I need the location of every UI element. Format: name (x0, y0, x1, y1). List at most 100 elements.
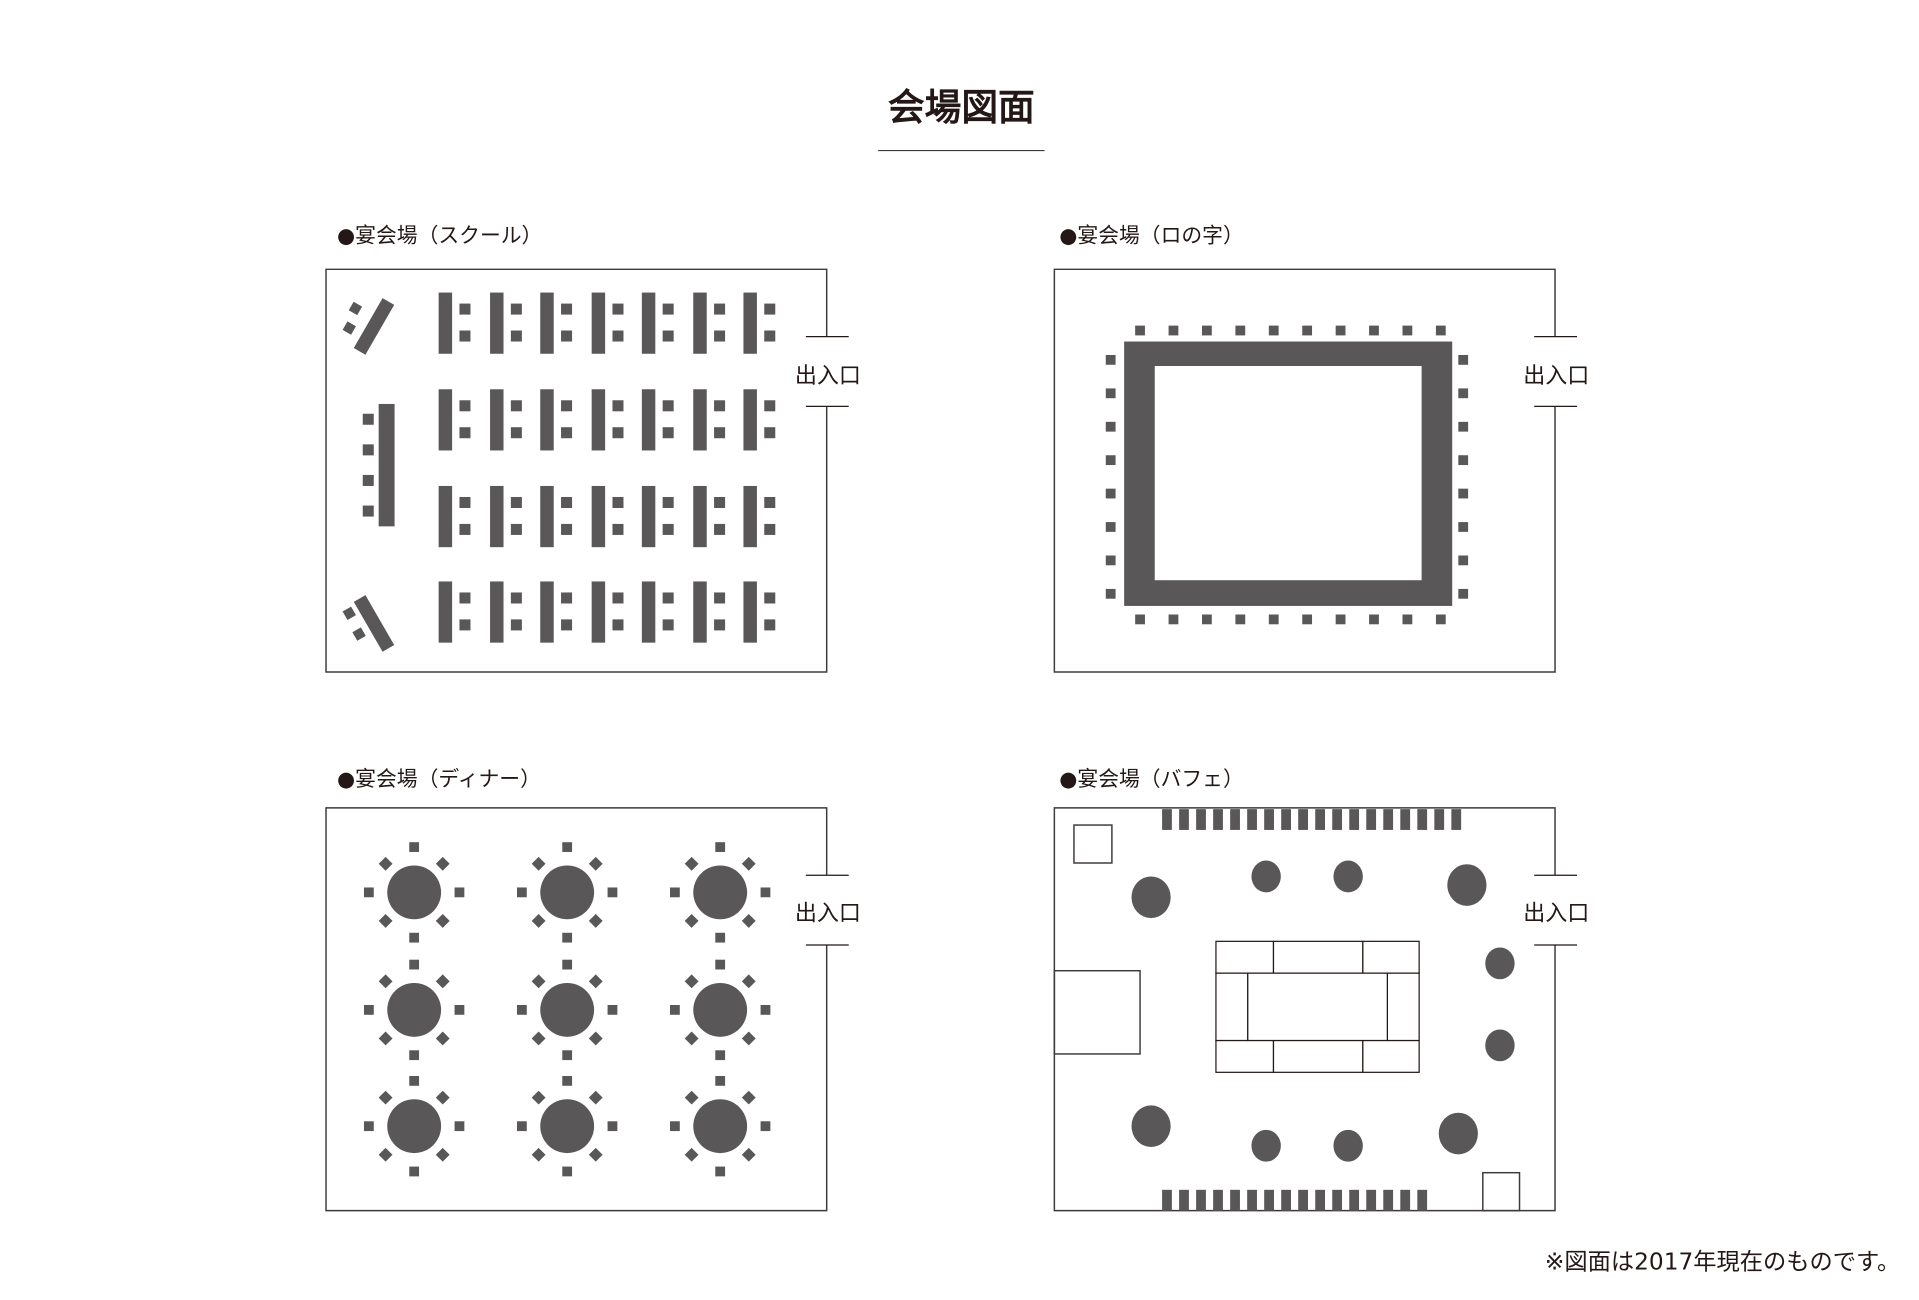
desk (540, 389, 554, 451)
chair (588, 974, 603, 989)
chair (1268, 325, 1279, 336)
footnote: ※図面は2017年現在のものです。 (1545, 1248, 1900, 1275)
chair (714, 523, 726, 535)
chair (741, 1147, 756, 1162)
chair (1458, 522, 1469, 532)
round-table (693, 865, 748, 920)
chair (510, 496, 522, 509)
service-station (1482, 1171, 1521, 1212)
chair (1281, 1189, 1291, 1211)
chair (435, 1147, 450, 1162)
chair (764, 400, 776, 412)
chair (516, 1004, 527, 1015)
chair (510, 303, 522, 315)
chair (1105, 388, 1116, 399)
round-table (387, 1099, 442, 1154)
chair (714, 330, 726, 342)
angled-desk (353, 595, 395, 652)
chair (1235, 325, 1246, 336)
chair (1135, 614, 1145, 625)
chair (1315, 809, 1326, 830)
round-table (1485, 1029, 1515, 1062)
chair (409, 1050, 420, 1061)
desk (490, 389, 504, 451)
round-table (1251, 860, 1281, 893)
school-layout-plan (325, 268, 849, 673)
desk (641, 292, 656, 354)
chair (1179, 1189, 1189, 1211)
room-wall (325, 268, 828, 673)
chair (1201, 614, 1212, 625)
desk (641, 581, 656, 643)
chair (435, 974, 450, 989)
desk (743, 292, 757, 354)
chair (607, 1121, 618, 1132)
hollow-square-center (1154, 366, 1422, 581)
chair (459, 592, 471, 604)
desk (438, 389, 453, 451)
chair (1335, 614, 1346, 625)
chair (1235, 614, 1246, 625)
chair (714, 400, 726, 412)
chair (612, 400, 624, 412)
chair (562, 932, 573, 943)
chair (760, 1121, 771, 1132)
chair (612, 427, 624, 439)
chair (764, 427, 776, 439)
round-table (540, 865, 595, 920)
chair (662, 592, 674, 604)
chair (1230, 1189, 1240, 1211)
chair (764, 303, 776, 315)
round-table (1438, 1112, 1478, 1155)
round-table (1131, 876, 1171, 919)
chair (516, 887, 527, 898)
buffet-table (1215, 972, 1249, 1042)
chair (531, 974, 546, 989)
chair (715, 1050, 726, 1061)
chair (612, 496, 624, 509)
round-table (1251, 1129, 1281, 1162)
chair (352, 627, 366, 641)
chair (378, 1147, 393, 1162)
chair (612, 330, 624, 342)
chair (588, 1090, 603, 1105)
chair (454, 1004, 465, 1015)
desk (693, 292, 707, 354)
chair (607, 1004, 618, 1015)
desk (540, 292, 554, 354)
chair (1366, 809, 1377, 830)
chair (1196, 809, 1206, 830)
chair (1400, 809, 1411, 830)
chair (764, 330, 776, 342)
chair (741, 974, 756, 989)
buffet-table (1272, 1039, 1364, 1073)
chair (1402, 614, 1413, 625)
chair (588, 914, 603, 928)
chair (363, 887, 374, 898)
chair (662, 496, 674, 509)
chair (363, 1004, 374, 1015)
chair (1458, 455, 1469, 466)
round-table (1333, 860, 1363, 893)
chair (459, 330, 471, 342)
chair (1458, 421, 1469, 432)
chair (459, 303, 471, 315)
chair (612, 523, 624, 535)
chair (1247, 1189, 1257, 1211)
buffet-table (1362, 940, 1420, 974)
chair (531, 1031, 546, 1046)
chair (516, 1121, 527, 1132)
chair (669, 887, 680, 898)
chair (363, 1121, 374, 1132)
desk (591, 292, 606, 354)
service-station (1073, 824, 1113, 864)
chair (378, 1090, 393, 1105)
entrance-label-hollow-square: 出入口 (1523, 364, 1589, 389)
round-table (1485, 947, 1515, 980)
chair (454, 1121, 465, 1132)
chair (1302, 325, 1313, 336)
desk (743, 485, 757, 548)
chair (348, 301, 363, 316)
desk (438, 581, 453, 643)
chair (1369, 325, 1379, 336)
